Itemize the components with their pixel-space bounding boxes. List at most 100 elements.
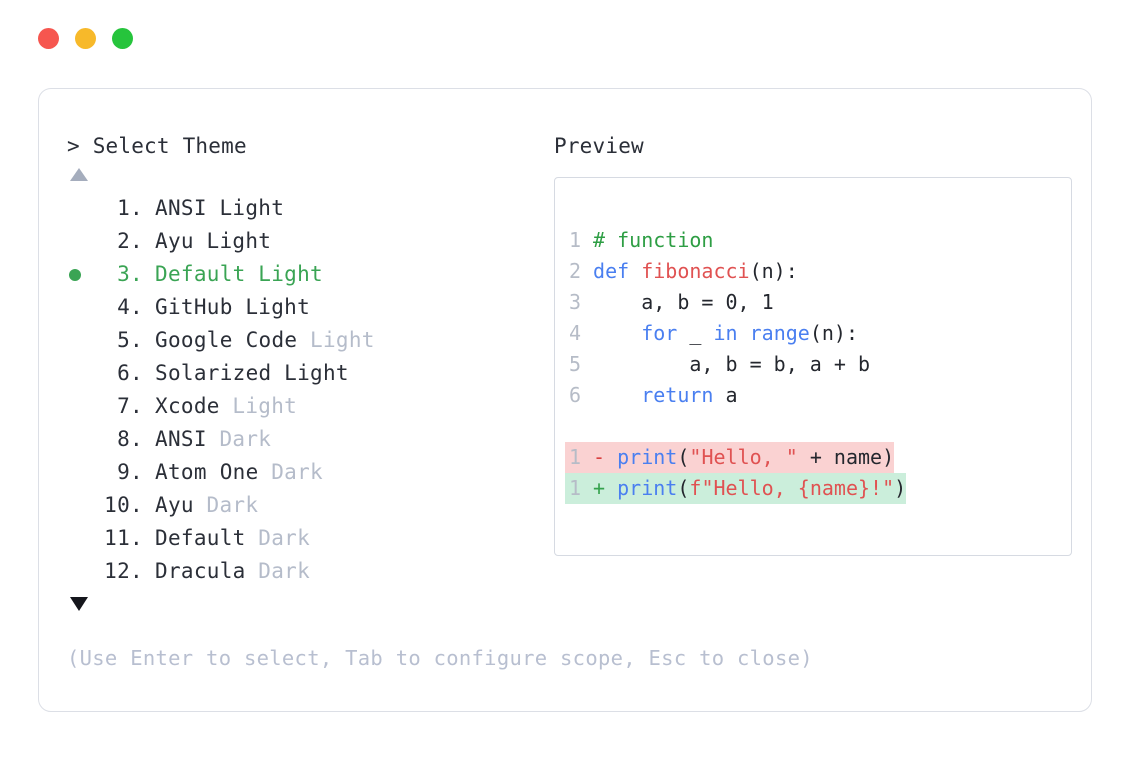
code-token: , (737, 290, 762, 314)
code-gutter-space (581, 321, 593, 345)
code-gutter-space (581, 352, 593, 376)
theme-item-space (272, 357, 285, 390)
code-token: fibonacci (641, 259, 750, 283)
theme-item-variant: Light (219, 196, 285, 220)
selection-bullet-cell (67, 457, 97, 490)
keyboard-hint: (Use Enter to select, Tab to configure s… (67, 646, 813, 670)
theme-item-variant: Light (284, 361, 349, 385)
selected-bullet-icon (69, 269, 81, 281)
theme-item-index: 3. (117, 262, 143, 286)
window-close-button[interactable] (38, 28, 59, 49)
theme-item-name: ANSI (155, 427, 207, 451)
theme-item-index: 12. (104, 559, 143, 583)
window-minimize-button[interactable] (75, 28, 96, 49)
theme-list-item[interactable]: 4.GitHub Light (67, 291, 545, 324)
theme-list-item[interactable]: 9. Atom One Dark (67, 456, 545, 489)
code-token: range (749, 321, 810, 345)
theme-item-variant: Dark (258, 559, 311, 583)
theme-item-index: 5. (117, 328, 143, 352)
theme-item-name: GitHub (155, 295, 233, 319)
selection-bullet-cell (67, 556, 97, 589)
diff-token: f"Hello, {name}!" (689, 476, 895, 500)
theme-item-variant: Light (232, 394, 298, 418)
diff-sign-space (605, 476, 617, 500)
selection-bullet-cell (67, 358, 97, 391)
theme-item-variant: Dark (219, 427, 272, 451)
diff-line-wrapper: 1 - print("Hello, " + name) (565, 442, 1071, 473)
selection-bullet-cell (67, 391, 97, 424)
selection-bullet-cell (67, 325, 97, 358)
code-token: a, b = (593, 290, 726, 314)
code-token: 0 (725, 290, 738, 314)
page-title: Select Theme (92, 134, 247, 158)
theme-list-item[interactable]: 8.ANSI Dark (67, 423, 545, 456)
diff-token: "Hello, " (689, 445, 798, 469)
theme-item-space (194, 225, 207, 258)
code-token: a (713, 383, 738, 407)
code-token (593, 321, 641, 345)
theme-list-item[interactable]: 1.ANSI Light (67, 192, 545, 225)
code-diff-separator (565, 411, 1071, 442)
selection-bullet-cell (67, 292, 97, 325)
theme-item-space (207, 423, 220, 456)
theme-item-name: Dracula (155, 559, 246, 583)
diff-token: print (617, 445, 678, 469)
theme-item-variant: Dark (271, 460, 323, 484)
diff-line-number: 1 (568, 476, 581, 500)
theme-item-index: 6. (117, 361, 143, 385)
diff-line-number: 1 (568, 445, 581, 469)
code-line: 4 for _ in range(n): (565, 318, 1071, 349)
theme-list-item[interactable]: 6. Solarized Light (67, 357, 545, 390)
selector-title (80, 134, 93, 158)
scroll-down-arrow-icon[interactable] (70, 597, 88, 611)
theme-list-item[interactable]: 11.Default Dark (67, 522, 545, 555)
window-traffic-lights (38, 28, 133, 49)
scroll-up-arrow-icon[interactable] (70, 168, 88, 181)
theme-item-space (246, 555, 259, 588)
prompt-caret-icon: > (67, 134, 80, 158)
theme-item-name: Default (155, 526, 246, 550)
diff-plus-sign: + (593, 476, 606, 500)
code-line: 5 a, b = b, a + b (565, 349, 1071, 380)
theme-item-variant: Light (258, 262, 323, 286)
preview-label: Preview (554, 134, 644, 158)
theme-item-space (259, 456, 272, 489)
theme-item-space (246, 258, 259, 291)
theme-item-variant: Light (310, 328, 375, 352)
theme-item-name: Ayu (155, 493, 194, 517)
theme-list-item[interactable]: 12. Dracula Dark (67, 555, 545, 588)
code-token: _ (677, 321, 714, 345)
code-token: return (641, 383, 714, 407)
code-token (593, 383, 641, 407)
code-gutter-space (581, 259, 593, 283)
code-line-number: 6 (568, 383, 581, 407)
theme-list-item[interactable]: 3.Default Light (67, 258, 545, 291)
selection-bullet-cell (67, 226, 97, 259)
theme-list-item[interactable]: 10.Ayu Dark (67, 489, 545, 522)
theme-item-name: Xcode (155, 394, 220, 418)
theme-item-name: Atom One (155, 460, 259, 484)
theme-item-index: 9. (117, 460, 143, 484)
theme-list-item[interactable]: 5.Google Code Light (67, 324, 545, 357)
theme-item-variant: Light (206, 229, 272, 253)
window-maximize-button[interactable] (112, 28, 133, 49)
selection-bullet-cell (67, 490, 97, 523)
theme-item-name: ANSI (155, 196, 207, 220)
code-line-number: 5 (568, 352, 581, 376)
code-token: 1 (761, 290, 774, 314)
theme-item-index: 2. (117, 229, 143, 253)
code-token: (n): (809, 321, 858, 345)
theme-item-name: Solarized (155, 361, 272, 385)
diff-removed-line: 1 - print("Hello, " + name) (565, 442, 895, 473)
theme-item-space (297, 324, 310, 357)
theme-item-index: 7. (117, 394, 143, 418)
theme-list-item[interactable]: 7. Xcode Light (67, 390, 545, 423)
code-line-number: 4 (568, 321, 581, 345)
theme-item-name: Ayu (155, 229, 194, 253)
code-token: in (713, 321, 738, 345)
code-line-number: 1 (568, 228, 581, 252)
selection-bullet-cell (67, 193, 97, 226)
theme-list-item[interactable]: 2. Ayu Light (67, 225, 545, 258)
